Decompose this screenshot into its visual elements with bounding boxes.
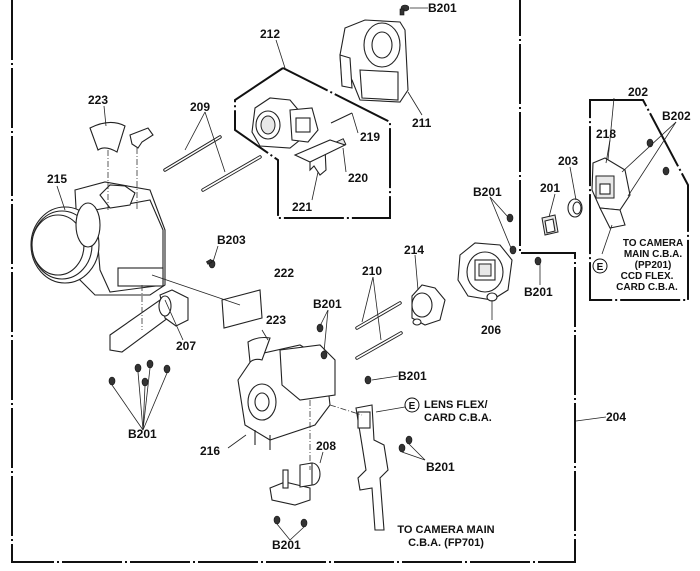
note-lens-flex: LENS FLEX/ CARD C.B.A.: [424, 399, 492, 424]
label-223-upper: 223: [88, 93, 108, 107]
part-212-motor-assembly: [251, 97, 319, 149]
label-209: 209: [190, 100, 210, 114]
note-main-line1: TO CAMERA MAIN: [397, 524, 494, 536]
part-210-rod-b-inner: [356, 332, 402, 359]
part-210-rod-a-inner: [356, 302, 401, 329]
part-206-ccd-holder: [457, 242, 513, 302]
part-207-motor: [109, 289, 189, 353]
label-207: 207: [176, 339, 196, 353]
screws-b201-216: [316, 323, 328, 360]
label-216: 216: [200, 444, 220, 458]
label-b201-208: B201: [272, 538, 301, 552]
label-211: 211: [412, 116, 432, 130]
connector-e-ccd: E: [592, 258, 608, 274]
part-208-motor: [269, 462, 321, 506]
note-ccd-line4: CCD FLEX.: [621, 271, 674, 282]
note-lens-line1: LENS FLEX/: [424, 399, 488, 411]
part-215-lens-barrel: [30, 181, 166, 296]
screws-b201-208: [273, 515, 308, 528]
note-ccd-line2: MAIN C.B.A.: [624, 249, 683, 260]
screws-b201-206: [364, 213, 542, 385]
screws-b202: [646, 138, 670, 176]
label-202: 202: [628, 85, 648, 99]
label-201: 201: [540, 181, 560, 195]
label-219: 219: [360, 130, 380, 144]
label-b202: B202: [662, 109, 691, 123]
label-208: 208: [316, 439, 336, 453]
subassembly-frame-202: [589, 99, 689, 301]
label-b201-206a: B201: [473, 185, 502, 199]
part-209-rod-b-inner: [202, 156, 261, 191]
label-221: 221: [292, 200, 312, 214]
alignment-lines: [107, 148, 363, 470]
part-201-filter: [541, 214, 559, 236]
part-labels: B201 212 211 223 209 219 220 221 215 B20…: [47, 1, 691, 552]
label-b201-216: B201: [313, 297, 342, 311]
part-222-plate: [221, 289, 263, 329]
connector-e-lens-label: E: [409, 401, 416, 412]
label-212: 212: [260, 27, 280, 41]
part-219-shaft: [330, 112, 353, 124]
label-b201-flex: B201: [426, 460, 455, 474]
label-b203: B203: [217, 233, 246, 247]
label-203: 203: [558, 154, 578, 168]
part-223-flex-upper: [89, 121, 126, 153]
note-to-camera-main: TO CAMERA MAIN C.B.A. (FP701): [397, 524, 494, 549]
flex-strip-212: [293, 139, 347, 163]
note-ccd-flex: TO CAMERA MAIN C.B.A. (PP201) CCD FLEX. …: [616, 238, 683, 293]
part-211-bracket: [339, 19, 409, 103]
connector-upper: [129, 127, 154, 149]
label-206: 206: [481, 323, 501, 337]
label-214: 214: [404, 243, 424, 257]
connector-e-ccd-label: E: [597, 262, 604, 273]
label-b201-top: B201: [428, 1, 457, 15]
screws-b201-flex: [398, 435, 413, 453]
part-223-flex-lower: [247, 336, 271, 364]
screw-b201-top: [399, 4, 410, 16]
label-218: 218: [596, 127, 616, 141]
label-204: 204: [606, 410, 626, 424]
note-ccd-line1: TO CAMERA: [623, 238, 683, 249]
screws-b201-207: [108, 359, 171, 387]
part-218-ccd-board: [591, 157, 631, 229]
label-223-lower: 223: [266, 313, 286, 327]
part-203-ring: [567, 198, 583, 218]
note-ccd-line3: (PP201): [635, 260, 672, 271]
label-b201-207: B201: [128, 427, 157, 441]
label-b201-206b: B201: [524, 285, 553, 299]
screw-b203: [205, 258, 216, 269]
lens-flex-card: [355, 404, 389, 531]
subassembly-frame-212: [234, 67, 391, 219]
note-lens-line2: CARD C.B.A.: [424, 412, 492, 424]
leader-lines: [56, 7, 677, 541]
label-b201-mid: B201: [398, 369, 427, 383]
label-215: 215: [47, 172, 67, 186]
connector-e-lens: E: [404, 397, 420, 413]
part-214-gear-assembly: [411, 284, 446, 326]
note-main-line2: C.B.A. (FP701): [408, 537, 484, 549]
assembly-frame-204: [11, 0, 576, 563]
label-220: 220: [348, 171, 368, 185]
label-222: 222: [274, 266, 294, 280]
part-216-housing: [237, 344, 336, 450]
note-ccd-line5: CARD C.B.A.: [616, 282, 678, 293]
label-210: 210: [362, 264, 382, 278]
part-209-rod-a-inner: [164, 136, 221, 171]
